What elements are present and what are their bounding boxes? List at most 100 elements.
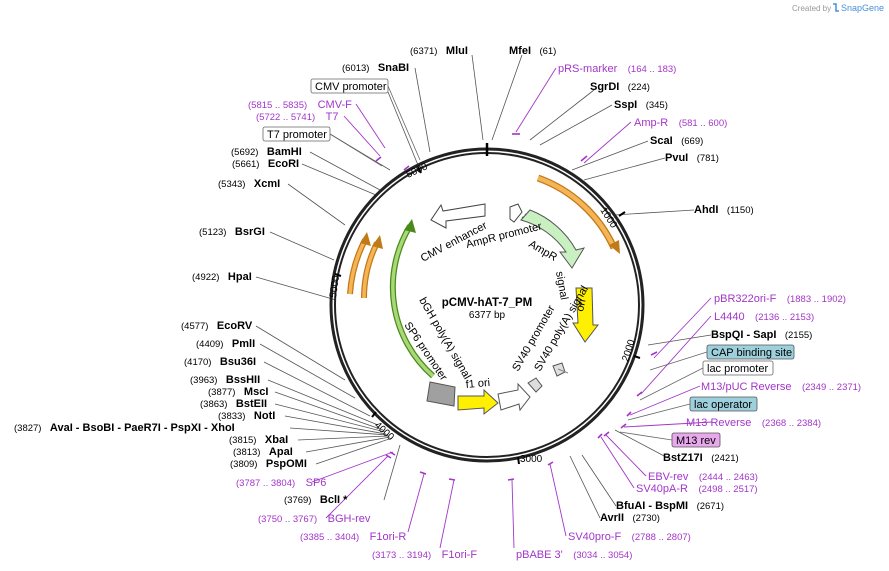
- enzyme-name: BclI *: [320, 494, 348, 506]
- primer-range: (2368 .. 2384): [762, 418, 821, 429]
- primer-range: (3385 .. 3404): [300, 532, 359, 543]
- primer-range: (3173 .. 3194): [372, 550, 431, 561]
- primer-name: F1ori-R: [370, 531, 407, 543]
- svg-text:(5722 .. 5741) T7: (5722 .. 5741) T7: [256, 107, 338, 124]
- primer-range: (1883 .. 1902): [787, 294, 846, 305]
- svg-text:(3769) BclI *: (3769) BclI *: [284, 490, 348, 507]
- primer-name: T7: [326, 111, 339, 123]
- enzyme-pos: (4922): [192, 272, 219, 283]
- label-ori: ori: [574, 298, 588, 312]
- box-lac-operator-label: lac operator: [694, 399, 752, 411]
- svg-text:AhdI (1150): AhdI (1150): [694, 200, 754, 217]
- label-f1-ori: f1 ori: [465, 377, 490, 391]
- primer-name: M13 Reverse: [686, 417, 751, 429]
- svg-text:(4170) Bsu36I: (4170) Bsu36I: [184, 352, 256, 369]
- svg-text:PvuI (781): PvuI (781): [665, 148, 719, 165]
- ori-feature: [572, 287, 600, 343]
- enzyme-pos: (345): [646, 100, 668, 111]
- box-lac-operator: lac operator: [689, 396, 758, 412]
- primer-range: (2136 .. 2153): [755, 312, 814, 323]
- snapgene-logo: SnapGene: [833, 3, 884, 13]
- enzyme-name: BstEII: [236, 398, 267, 410]
- svg-text:AvrII (2730): AvrII (2730): [600, 508, 660, 525]
- enzyme-pos: (781): [697, 153, 719, 164]
- enzyme-name: MfeI: [509, 45, 531, 57]
- enzyme-name: EcoRV: [217, 320, 253, 332]
- plasmid-size: 6377 bp: [469, 310, 506, 321]
- box-m13-rev-label: M13 rev: [676, 435, 716, 447]
- svg-text:(3877) MscI: (3877) MscI: [208, 382, 268, 399]
- svg-text:(4577) EcoRV: (4577) EcoRV: [181, 316, 253, 333]
- enzyme-pos: (224): [628, 82, 650, 93]
- svg-text:(3173 .. 3194) F1ori-F: (3173 .. 3194) F1ori-F: [372, 545, 477, 562]
- svg-text:(3809) PspOMI: (3809) PspOMI: [230, 454, 307, 471]
- svg-text:(4409) PmlI: (4409) PmlI: [196, 334, 255, 351]
- primer-marks: [375, 133, 658, 481]
- primer-name: SV40pro-F: [568, 531, 621, 543]
- svg-text:L4440 (2136 .. 2153): L4440 (2136 .. 2153): [714, 307, 814, 324]
- primer-name: Amp-R: [634, 117, 668, 129]
- green-orf: [389, 219, 435, 379]
- svg-text:(3815) XbaI: (3815) XbaI: [229, 430, 288, 447]
- enzyme-pos: (1150): [727, 205, 754, 216]
- primer-range: (5722 .. 5741): [256, 112, 315, 123]
- box-t7-promoter-label: T7 promoter: [267, 129, 327, 141]
- svg-text:(3750 .. 3767) BGH-rev: (3750 .. 3767) BGH-rev: [258, 509, 371, 526]
- enzyme-name: BsrGI: [235, 226, 265, 238]
- enzyme-name: SspI: [614, 99, 637, 111]
- white-arrow-feature: [497, 382, 531, 412]
- enzyme-name: NotI: [254, 410, 275, 422]
- enzyme-pos: (3815): [229, 435, 256, 446]
- primer-range: (5815 .. 5835): [248, 100, 307, 111]
- box-lac-promoter: lac promoter: [702, 360, 774, 376]
- svg-text:BfuAI - BspMI (2671): BfuAI - BspMI (2671): [616, 496, 724, 513]
- svg-text:(5343) XcmI: (5343) XcmI: [218, 174, 280, 191]
- enzyme-name: MscI: [244, 386, 268, 398]
- enzyme-pos: (3809): [230, 459, 257, 470]
- primer-name: M13/pUC Reverse: [701, 381, 791, 393]
- primer-range: (581 .. 600): [679, 118, 728, 129]
- svg-text:BspQI - SapI (2155): BspQI - SapI (2155): [711, 325, 812, 342]
- svg-text:(3827) AvaI - BsoBI - PaeR7I -: (3827) AvaI - BsoBI - PaeR7I - PspXI - X…: [14, 418, 235, 435]
- snapgene-brand: SnapGene: [841, 3, 884, 13]
- enzyme-pos: (3863): [200, 399, 227, 410]
- box-m13-rev: M13 rev: [671, 432, 721, 448]
- bgh-polya-feature: [426, 381, 456, 407]
- enzyme-pos: (2421): [711, 453, 738, 464]
- enzyme-name: BfuAI - BspMI: [616, 500, 688, 512]
- enzyme-name: BssHII: [226, 374, 260, 386]
- box-cmv-promoter: CMV promoter: [310, 78, 389, 94]
- orange-orf-right: [536, 174, 620, 254]
- enzyme-labels: (6371) MluI MfeI (61) SgrDI (224) SspI (…: [14, 45, 812, 525]
- enzyme-pos: (3769): [284, 495, 311, 506]
- enzyme-name: Bsu36I: [220, 356, 256, 368]
- enzyme-name: BspQI - SapI: [711, 329, 776, 341]
- enzyme-name: HpaI: [228, 271, 252, 283]
- box-t7-promoter: T7 promoter: [262, 126, 331, 142]
- primer-range: (2349 .. 2371): [802, 382, 861, 393]
- enzyme-pos: (4577): [181, 321, 208, 332]
- svg-text:SV40pA-R (2498 .. 2517): SV40pA-R (2498 .. 2517): [636, 479, 758, 496]
- svg-text:(3863) BstEII: (3863) BstEII: [200, 394, 267, 411]
- f1-ori-feature: [457, 388, 499, 416]
- primer-name: SV40pA-R: [636, 483, 688, 495]
- tick-3000: 3000: [520, 454, 543, 465]
- svg-text:pRS-marker (164 .. 183): pRS-marker (164 .. 183): [558, 59, 676, 76]
- svg-text:(5123) BsrGI: (5123) BsrGI: [199, 222, 265, 239]
- svg-text:(3787 .. 3804) SP6: (3787 .. 3804) SP6: [236, 473, 326, 490]
- enzyme-pos: (3963): [190, 375, 217, 386]
- enzyme-pos: (3827): [14, 423, 41, 434]
- primer-name: SP6: [306, 477, 327, 489]
- primer-range: (3787 .. 3804): [236, 478, 295, 489]
- primer-name: F1ori-F: [442, 549, 478, 561]
- svg-text:(5692) BamHI: (5692) BamHI: [231, 142, 302, 159]
- ampr-promoter-feature: [509, 203, 523, 223]
- enzyme-name: PvuI: [665, 152, 688, 164]
- box-cmv-promoter-label: CMV promoter: [315, 81, 387, 93]
- box-leaders: [329, 85, 708, 441]
- plasmid-name: pCMV-hAT-7_PM: [442, 297, 533, 309]
- enzyme-name: PspOMI: [266, 458, 307, 470]
- enzyme-name: SnaBI: [378, 62, 409, 74]
- box-lac-promoter-label: lac promoter: [707, 363, 768, 375]
- enzyme-name: BstZ17I: [663, 452, 703, 464]
